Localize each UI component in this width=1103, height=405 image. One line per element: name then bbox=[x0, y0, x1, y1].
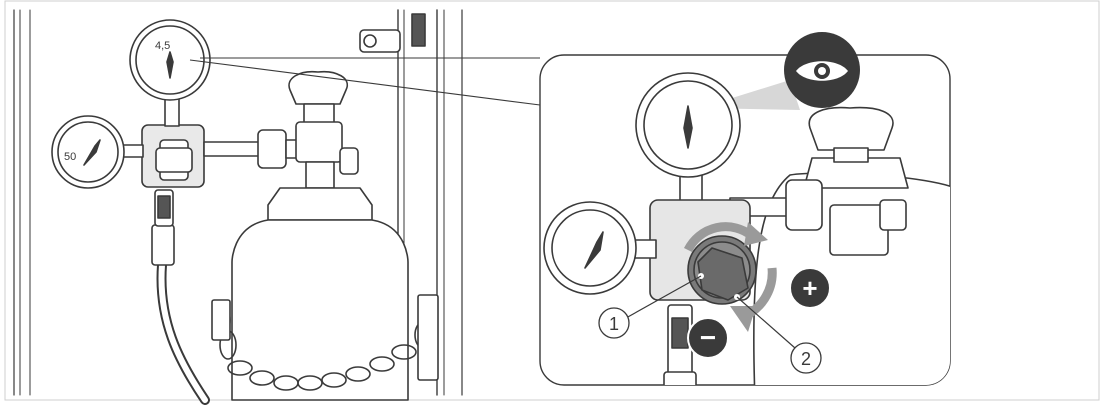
eye-icon bbox=[784, 32, 860, 108]
callout-1-label: 1 bbox=[609, 314, 619, 334]
detail-handwheel bbox=[809, 108, 893, 150]
inlet-nut bbox=[258, 130, 286, 168]
gas-cylinder bbox=[232, 220, 408, 400]
callout-2-label: 2 bbox=[801, 349, 811, 369]
detail-cylinder-port bbox=[880, 200, 906, 230]
cylinder-valve-body bbox=[296, 122, 342, 162]
increase-badge: + bbox=[790, 268, 830, 308]
detail-inlet-nut bbox=[786, 180, 822, 230]
detail-inlet-gauge-face bbox=[552, 210, 628, 286]
hose-fitting bbox=[152, 225, 174, 265]
inlet-tube bbox=[204, 142, 259, 156]
cylinder-neck bbox=[306, 162, 334, 188]
detail-outlet-valve-lever bbox=[672, 318, 688, 348]
cylinder-valve-stem bbox=[304, 104, 334, 124]
detail-handwheel-stem bbox=[834, 148, 868, 162]
cylinder-collar bbox=[268, 188, 372, 220]
hinge-pin bbox=[364, 35, 376, 47]
latch bbox=[412, 14, 425, 46]
chain-bracket-right bbox=[418, 295, 438, 380]
chain-bracket-left bbox=[212, 300, 230, 340]
cylinder-valve-port bbox=[340, 148, 358, 174]
decrease-badge: − bbox=[688, 318, 728, 358]
plus-icon: + bbox=[802, 273, 817, 303]
adjusting-knob-collar bbox=[156, 148, 192, 172]
outlet-valve-lever bbox=[158, 196, 170, 218]
inlet-gauge-label: 50 bbox=[64, 151, 76, 163]
minus-icon: − bbox=[700, 322, 716, 353]
outlet-gauge-label: 4,5 bbox=[155, 40, 170, 52]
